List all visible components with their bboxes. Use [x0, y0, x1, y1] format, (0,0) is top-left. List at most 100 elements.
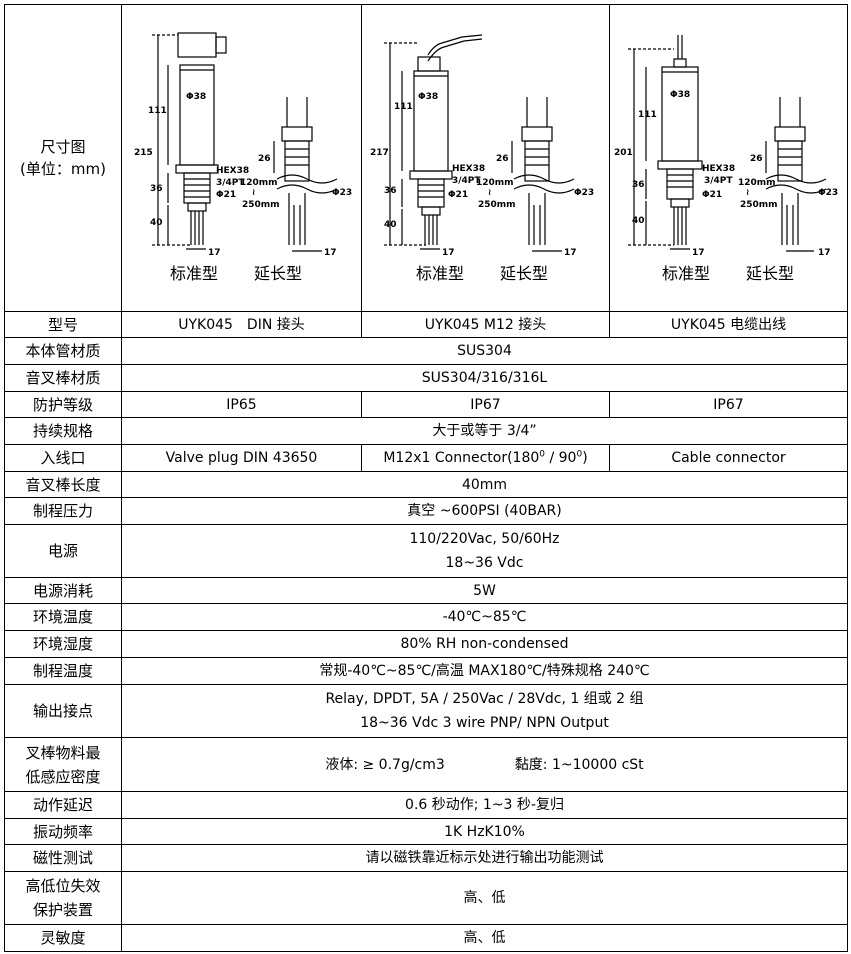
value-fork-material: SUS304/316/316L: [121, 364, 848, 392]
failsafe-label-line2: 保护装置: [32, 901, 93, 919]
entry-din: Valve plug DIN 43650: [121, 444, 362, 472]
protection-m12: IP67: [361, 391, 610, 418]
label-humidity: 环境湿度: [4, 630, 122, 658]
cable-ext-b: 250mm: [740, 200, 778, 210]
din-top-length: 111: [148, 106, 167, 116]
density-viscosity: 黏度: 1~10000 cSt: [514, 756, 644, 773]
cable-top-length: 111: [638, 110, 657, 120]
cable-total-length: 201: [614, 148, 633, 158]
label-magnetic: 磁性测试: [4, 844, 122, 872]
value-body-material: SUS304: [121, 337, 848, 365]
dimension-row: 尺寸图 (单位：mm): [4, 4, 848, 312]
value-fork-length: 40mm: [121, 471, 848, 498]
label-frequency: 振动频率: [4, 818, 122, 845]
label-output: 输出接点: [4, 684, 122, 738]
row-ambient-temp: 环境温度 -40℃~85℃: [4, 603, 848, 631]
cable-d40: 40: [632, 216, 645, 226]
cable-ext-tilde: ≀: [746, 188, 749, 198]
model-m12: UYK045 M12 接头: [361, 311, 610, 338]
value-ambient-temp: -40℃~85℃: [121, 603, 848, 631]
row-spec: 持续规格 大于或等于 3/4”: [4, 417, 848, 445]
label-process-temp: 制程温度: [4, 657, 122, 685]
cable-d36: 36: [632, 180, 645, 190]
cable-caption-ext: 延长型: [746, 264, 794, 283]
dimension-label-line2: (单位：mm): [20, 160, 106, 178]
label-body-material: 本体管材质: [4, 337, 122, 365]
m12-ext-d17: 17: [564, 248, 577, 258]
output-line1: Relay, DPDT, 5A / 250Vac / 28Vdc, 1 组或 2…: [325, 691, 644, 707]
label-fork-material: 音叉棒材质: [4, 364, 122, 392]
din-phi21: Φ21: [216, 190, 236, 200]
row-density: 叉棒物料最 低感应密度 液体: ≥ 0.7g/cm3 黏度: 1~10000 cS…: [4, 737, 848, 792]
m12-hex: HEX38: [452, 164, 485, 174]
entry-m12-mid: / 90: [545, 450, 577, 466]
dimension-label: 尺寸图 (单位：mm): [4, 4, 122, 312]
row-consumption: 电源消耗 5W: [4, 577, 848, 604]
value-humidity: 80% RH non-condensed: [121, 630, 848, 658]
m12-drawing-svg: 111 217 Φ38 HEX38 3/4PT Φ21 36 40 17 26 …: [370, 34, 594, 283]
protection-din: IP65: [121, 391, 362, 418]
row-humidity: 环境湿度 80% RH non-condensed: [4, 630, 848, 658]
entry-m12-sup1: 0: [539, 449, 546, 460]
row-sensitivity: 灵敏度 高、低: [4, 924, 848, 952]
din-d36: 36: [150, 184, 163, 194]
density-liquid: 液体: ≥ 0.7g/cm3: [325, 756, 445, 773]
row-pressure: 制程压力 真空 ~600PSI (40BAR): [4, 497, 848, 525]
label-entry: 入线口: [4, 444, 122, 472]
din-hex: HEX38: [216, 166, 249, 176]
value-frequency: 1K HzK10%: [121, 818, 848, 845]
row-fork-length: 音叉棒长度 40mm: [4, 471, 848, 498]
label-consumption: 电源消耗: [4, 577, 122, 604]
m12-ext-tilde: ≀: [488, 188, 491, 198]
entry-m12-sup2: 0: [576, 449, 583, 460]
cable-ext-d17: 17: [818, 248, 831, 258]
row-fork-material: 音叉棒材质 SUS304/316/316L: [4, 364, 848, 392]
protection-cable: IP67: [609, 391, 848, 418]
drawing-cable: 111 201 Φ38 HEX38 3/4PT Φ21 36 40 17 26 …: [609, 4, 848, 312]
value-failsafe: 高、低: [121, 871, 848, 925]
din-ext-d26: 26: [258, 154, 271, 164]
cable-ext-phi23: Φ23: [818, 188, 838, 198]
power-line1: 110/220Vac, 50/60Hz: [409, 531, 560, 547]
m12-caption-std: 标准型: [416, 264, 464, 283]
cable-phi38: Φ38: [670, 90, 690, 100]
row-protection: 防护等级 IP65 IP67 IP67: [4, 391, 848, 418]
entry-m12-post: ): [582, 450, 588, 466]
row-magnetic: 磁性测试 请以磁铁靠近标示处进行输出功能测试: [4, 844, 848, 872]
din-thread: 3/4PT: [216, 178, 245, 188]
din-ext-b: 250mm: [242, 200, 280, 210]
drawing-m12: 111 217 Φ38 HEX38 3/4PT Φ21 36 40 17 26 …: [361, 4, 610, 312]
din-ext-a: 120mm: [240, 178, 278, 188]
din-ext-phi23: Φ23: [332, 188, 352, 198]
row-failsafe: 高低位失效 保护装置 高、低: [4, 871, 848, 925]
m12-d17: 17: [442, 248, 455, 258]
failsafe-label-line1: 高低位失效: [25, 877, 101, 895]
label-density: 叉棒物料最 低感应密度: [4, 737, 122, 792]
label-fork-length: 音叉棒长度: [4, 471, 122, 498]
row-process-temp: 制程温度 常规-40℃~85℃/高温 MAX180℃/特殊规格 240℃: [4, 657, 848, 685]
value-output: Relay, DPDT, 5A / 250Vac / 28Vdc, 1 组或 2…: [121, 684, 848, 738]
din-phi38: Φ38: [186, 92, 206, 102]
value-delay: 0.6 秒动作; 1~3 秒-复归: [121, 791, 848, 819]
value-magnetic: 请以磁铁靠近标示处进行输出功能测试: [121, 844, 848, 872]
row-delay: 动作延迟 0.6 秒动作; 1~3 秒-复归: [4, 791, 848, 819]
value-consumption: 5W: [121, 577, 848, 604]
m12-ext-a: 120mm: [476, 178, 514, 188]
din-d40: 40: [150, 218, 163, 228]
value-process-temp: 常规-40℃~85℃/高温 MAX180℃/特殊规格 240℃: [121, 657, 848, 685]
spec-table: 尺寸图 (单位：mm): [4, 4, 848, 952]
row-output: 输出接点 Relay, DPDT, 5A / 250Vac / 28Vdc, 1…: [4, 684, 848, 738]
m12-phi21: Φ21: [448, 190, 468, 200]
din-ext-d17: 17: [324, 248, 337, 258]
entry-m12-pre: M12x1 Connector(180: [383, 450, 540, 466]
density-label-line2: 低感应密度: [25, 767, 101, 786]
label-protection: 防护等级: [4, 391, 122, 418]
din-caption-ext: 延长型: [254, 264, 302, 283]
label-failsafe: 高低位失效 保护装置: [4, 871, 122, 925]
m12-ext-phi23: Φ23: [574, 188, 594, 198]
m12-ext-d26: 26: [496, 154, 509, 164]
drawing-din: 111 215 Φ38 HEX38 3/4PT Φ21 36 40 17 26 …: [121, 4, 362, 312]
label-delay: 动作延迟: [4, 791, 122, 819]
din-caption-std: 标准型: [170, 264, 218, 283]
label-power: 电源: [4, 524, 122, 578]
